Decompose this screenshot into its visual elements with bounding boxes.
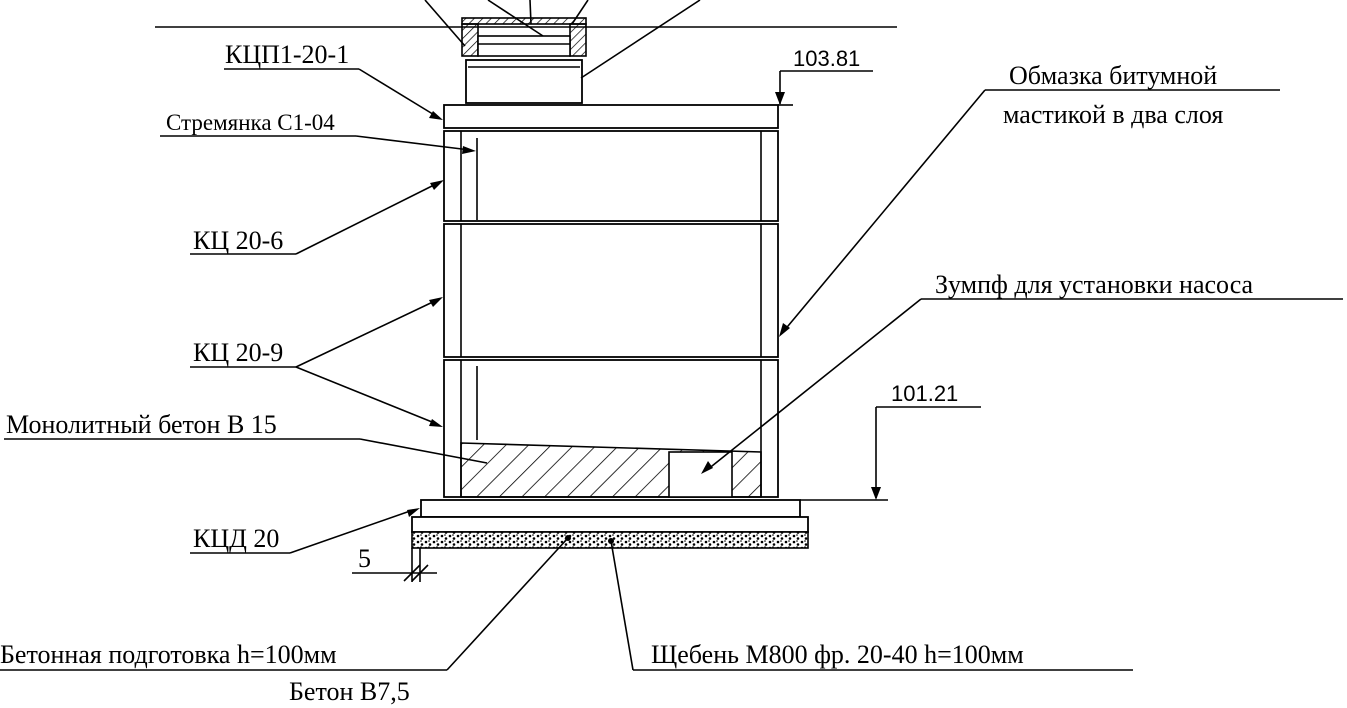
bottom-slab	[420, 499, 801, 518]
label-waterproofing-line1: Обмазка битумной	[1009, 61, 1217, 90]
dimension-gap: 5	[358, 544, 371, 573]
well-rings	[443, 130, 779, 498]
label-concrete-fill: Монолитный бетон В 15	[6, 410, 277, 439]
label-sump: Зумпф для установки насоса	[935, 270, 1254, 299]
elevation-bottom: 101.21	[891, 381, 958, 406]
cover-slab	[443, 104, 779, 129]
label-waterproofing-line2: мастикой в два слоя	[1003, 100, 1223, 129]
label-ring-lower: КЦ 20-9	[193, 338, 283, 367]
label-concrete-prep: Бетонная подготовка h=100мм	[0, 640, 337, 669]
label-concrete-class: Бетон В7,5	[289, 677, 410, 706]
concrete-preparation	[411, 516, 809, 533]
label-bottom-slab: КЦД 20	[193, 524, 279, 553]
label-gravel: Щебень М800 фр. 20-40 h=100мм	[651, 640, 1024, 669]
manhole-hatch	[461, 17, 587, 57]
elevation-top: 103.81	[793, 46, 860, 71]
label-ring-top: КЦ 20-6	[193, 226, 283, 255]
label-cover-slab: КЦП1-20-1	[225, 40, 349, 69]
sump	[668, 451, 733, 498]
label-ladder: Стремянка С1-04	[166, 110, 335, 135]
